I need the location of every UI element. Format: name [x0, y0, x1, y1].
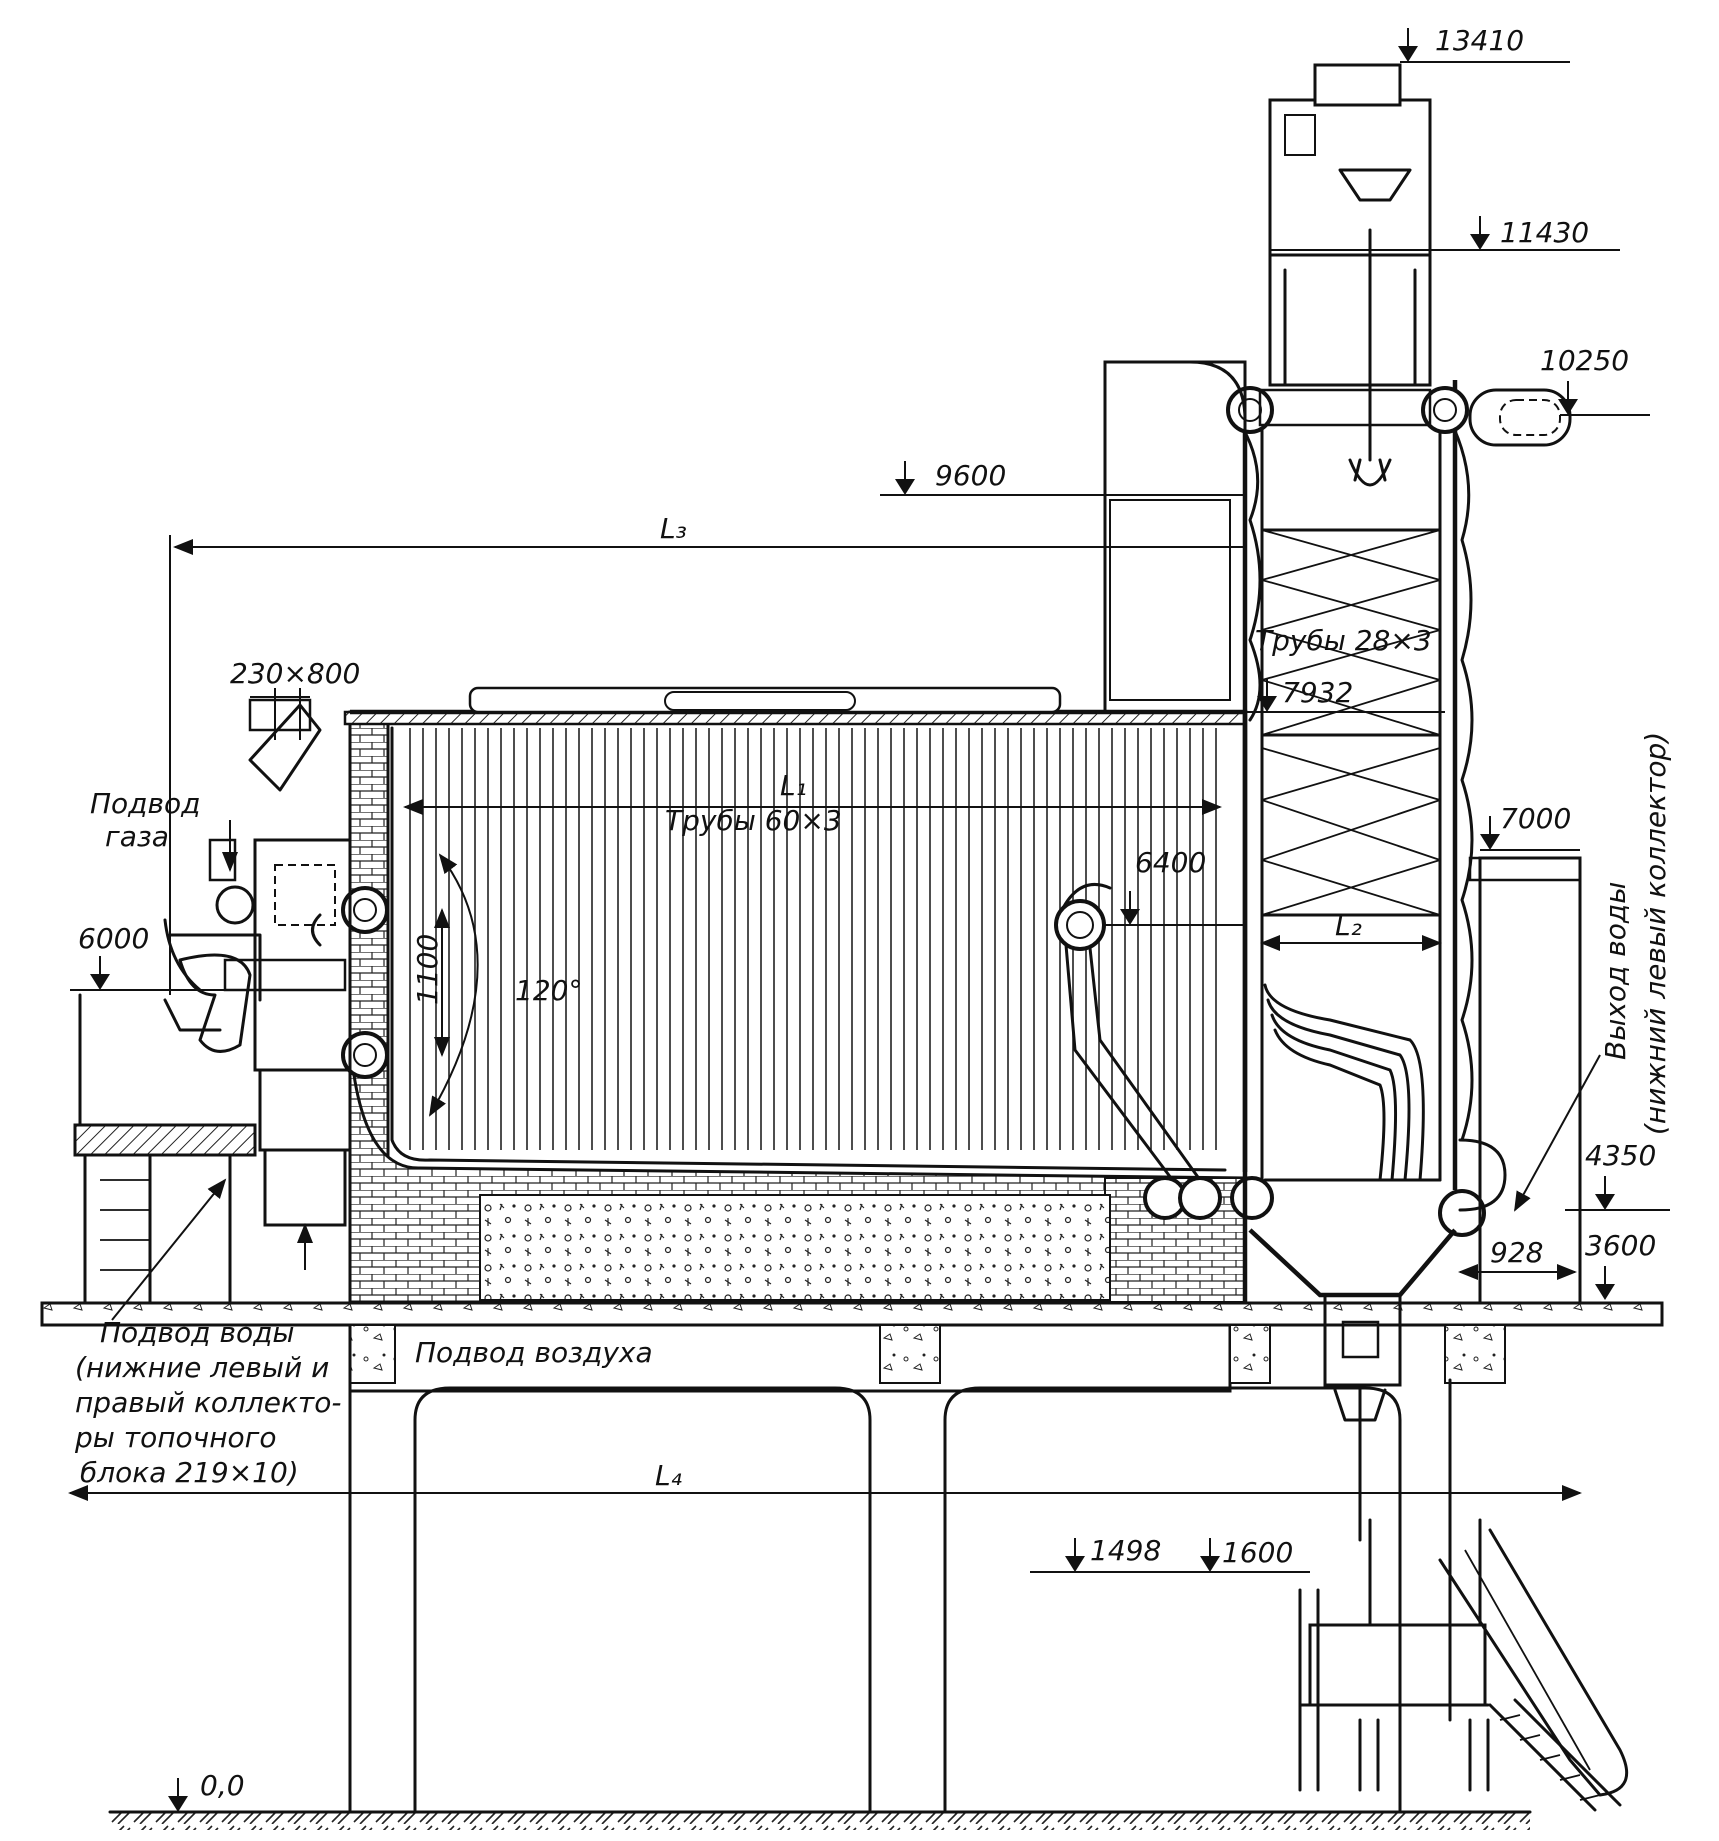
dimension-120deg: 120° [428, 853, 582, 1117]
label-l1: L₁ [780, 769, 807, 802]
upper-collectors [1226, 386, 1469, 434]
convective-shaft [1236, 380, 1474, 1302]
label-gas-supply-2: газа [105, 820, 169, 853]
label-tubes-28x3: Трубы 28×3 [1255, 624, 1432, 657]
ground-base [108, 1810, 1532, 1830]
collector-left-upper [341, 886, 389, 934]
label-l2: L₂ [1335, 909, 1362, 942]
furnace-gravel-fill [479, 1194, 1111, 1301]
elev-7000: 7000 [1479, 802, 1580, 851]
label-water-in-5: блока 219×10) [80, 1456, 299, 1489]
label-air-supply: Подвод воздуха [415, 1336, 653, 1369]
svg-text:0,0: 0,0 [200, 1769, 245, 1802]
elev-0: 0,0 [167, 1769, 245, 1813]
elev-13410: 13410 [1397, 24, 1570, 63]
svg-text:11430: 11430 [1500, 216, 1589, 249]
svg-text:10250: 10250 [1540, 344, 1629, 377]
label-l4: L₄ [655, 1459, 682, 1492]
dimension-l2: L₂ [1260, 909, 1442, 951]
elev-3600: 3600 [1585, 1229, 1656, 1301]
label-gas-supply-1: Подвод [90, 787, 201, 820]
label-water-in-2: (нижние левый и [75, 1351, 329, 1384]
dimension-l4: L₄ [68, 1459, 1582, 1501]
elev-1600: 1600 [1030, 1536, 1310, 1573]
elev-9600: 9600 [880, 459, 1245, 496]
label-l3: L₃ [660, 512, 687, 545]
elev-7932: 7932 [1245, 676, 1445, 713]
dimension-928: 928 [1458, 1236, 1577, 1280]
svg-text:7932: 7932 [1282, 676, 1353, 709]
lower-platform [1298, 1518, 1490, 1792]
side-box [1103, 360, 1247, 714]
label-water-in-1: Подвод воды [100, 1316, 295, 1349]
right-side-box [1458, 856, 1582, 1305]
elev-11430: 11430 [1270, 215, 1620, 251]
dimension-1100: 1100 [411, 908, 450, 1057]
label-water-out-1: Выход воды [1599, 882, 1632, 1060]
elev-6000: 6000 [70, 922, 255, 991]
inclined-ladder [1488, 1698, 1622, 1812]
svg-text:6000: 6000 [78, 922, 149, 955]
label-tubes-60x3: Трубы 60×3 [665, 804, 842, 837]
label-water-in-4: ры топочного [74, 1421, 276, 1454]
elev-1498: 1498 [1064, 1534, 1161, 1573]
foundation-beams [348, 1323, 1506, 1812]
dimension-l1: L₁ [403, 769, 1222, 815]
dimension-l3: L₃ [169, 512, 1245, 995]
collector-left-lower [341, 1031, 389, 1079]
label-120deg: 120° [515, 974, 582, 1007]
elev-6400: 6400 [1105, 846, 1245, 926]
label-water-out-2: (нижний левый коллектор) [1639, 732, 1672, 1135]
svg-text:7000: 7000 [1500, 802, 1571, 835]
label-230x800: 230×800 [230, 657, 360, 690]
left-stair [73, 993, 257, 1305]
label-water-in-3: правый коллекто- [75, 1386, 341, 1419]
outlet-pipe [1468, 388, 1572, 447]
furnace-chamber [343, 686, 1248, 1172]
label-1100: 1100 [411, 934, 444, 1005]
inclined-chute [1438, 1528, 1629, 1797]
svg-text:4350: 4350 [1585, 1139, 1656, 1172]
svg-text:6400: 6400 [1135, 846, 1206, 879]
svg-text:1600: 1600 [1222, 1536, 1293, 1569]
gas-burner-assembly [163, 698, 352, 1227]
svg-text:9600: 9600 [935, 459, 1006, 492]
elev-4350: 4350 [1565, 1139, 1670, 1211]
dimension-230x800: 230×800 [230, 657, 360, 740]
upper-stack [1268, 63, 1432, 487]
svg-text:1498: 1498 [1090, 1534, 1161, 1567]
collector-6400 [1054, 883, 1202, 1192]
bottom-collectors [1143, 1176, 1486, 1237]
elev-10250: 10250 [1540, 344, 1650, 416]
svg-text:3600: 3600 [1585, 1229, 1656, 1262]
label-928: 928 [1490, 1236, 1543, 1269]
ash-hopper [1248, 1228, 1457, 1542]
svg-text:13410: 13410 [1435, 24, 1524, 57]
